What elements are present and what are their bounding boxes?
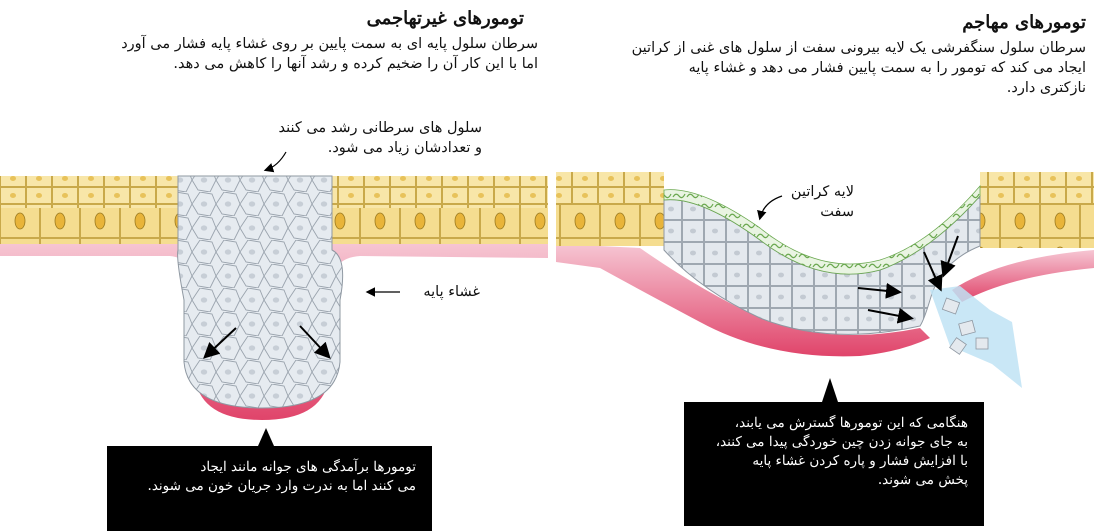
epithelium-right [332,208,548,244]
epithelium-far-right-lower [980,204,1094,248]
callout-right-tail [822,378,838,402]
invasive-callout: هنگامی که این تومورها گسترش می یابند، به… [684,402,984,526]
epithelium-far-left [556,172,664,206]
epithelium-far-left-lower [556,204,664,246]
epithelium-left-small [0,176,178,210]
epithelium-left [0,208,178,244]
membrane-rupture-burst [930,286,1022,388]
non-invasive-callout: تومورها برآمدگی های جوانه مانند ایجاد می… [107,446,432,531]
tumor-bulge [178,176,343,408]
epithelium-right-small [332,176,548,210]
basement-membrane-right-far [952,250,1094,302]
epithelium-far-right [980,172,1094,206]
invasive-title: تومورهای مهاجم [962,12,1086,33]
non-invasive-description: سرطان سلول پایه ای به سمت پایین بر روی غ… [18,34,538,74]
basement-membrane-label: غشاء پایه [360,282,480,302]
cancer-cells-label: سلول های سرطانی رشد می کنند و تعدادشان ز… [162,118,482,158]
keratin-layer-label: لایه کراتین سفت [734,182,854,222]
non-invasive-title: تومورهای غیرتهاجمی [367,8,524,29]
invasive-description: سرطان سلول سنگفرشی یک لایه بیرونی سفت از… [546,38,1086,98]
callout-left-tail [258,428,274,446]
